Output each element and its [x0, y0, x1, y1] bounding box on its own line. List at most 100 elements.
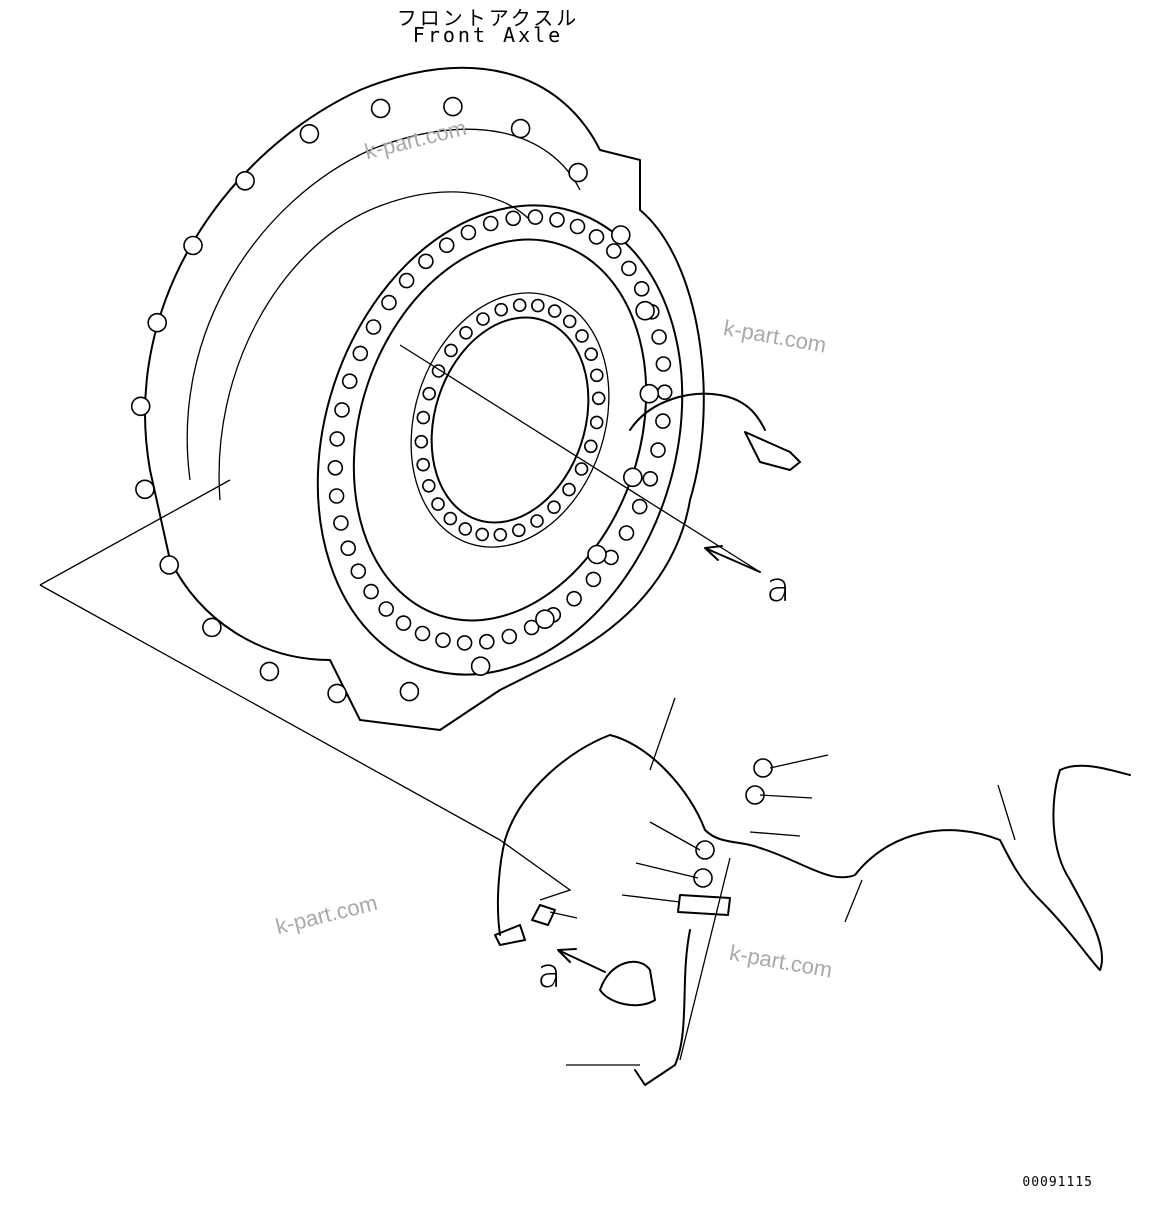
- bolt-head: [431, 497, 445, 511]
- flange-mid-ring: [218, 191, 531, 501]
- bolt-head: [655, 356, 672, 372]
- bolt-head: [605, 243, 622, 259]
- bolt-head: [159, 555, 179, 575]
- bolt-head: [458, 522, 473, 536]
- bolt-head: [585, 571, 602, 588]
- bolt-head: [147, 312, 167, 333]
- washer-4: [693, 868, 713, 888]
- drawing-code: 00091115: [1022, 1175, 1093, 1190]
- callout-a-lower: a: [537, 951, 562, 997]
- bolt-head: [340, 540, 357, 557]
- arrow-lower: [557, 948, 606, 973]
- bolt-head: [418, 253, 434, 270]
- leader-3: [759, 794, 813, 799]
- bolt-head: [566, 590, 582, 607]
- bolt-head: [352, 345, 369, 362]
- leader-6: [635, 862, 699, 879]
- bolt-head: [470, 656, 491, 677]
- bolt-head: [510, 118, 531, 139]
- bolt-head: [183, 235, 203, 256]
- bolt-head: [443, 511, 458, 526]
- bolt-head: [527, 209, 544, 225]
- bolt-head: [610, 225, 631, 245]
- callout-a-upper: a: [766, 565, 791, 611]
- leader-10: [997, 784, 1016, 841]
- bolt-head: [642, 470, 659, 487]
- bolt-head: [363, 583, 379, 600]
- bolt-head: [422, 386, 437, 401]
- bolt-head: [478, 633, 495, 650]
- bolt-head: [530, 514, 544, 528]
- bolt-head: [475, 527, 490, 542]
- clamp-plate: [677, 894, 731, 916]
- bolt-head: [327, 459, 344, 476]
- bolt-head: [569, 218, 586, 235]
- bolt-head: [512, 298, 527, 313]
- sensor-cable-top: [629, 392, 766, 431]
- leader-1: [649, 697, 676, 771]
- bolt-head: [651, 329, 667, 345]
- bolt-head: [650, 442, 666, 458]
- bolt-head: [202, 617, 222, 638]
- bolt-head: [655, 413, 671, 429]
- harness-cable-lower: [634, 929, 691, 1086]
- bolt-head: [327, 683, 347, 704]
- bolt-head: [562, 314, 577, 329]
- bolt-head: [235, 171, 255, 191]
- bolt-head: [370, 98, 391, 119]
- bolt-head: [476, 312, 490, 326]
- bolt-head: [584, 347, 599, 362]
- bolt-head: [562, 482, 576, 497]
- bolt-head: [633, 280, 650, 297]
- bolt-head: [460, 224, 477, 241]
- bolt-head: [443, 96, 463, 117]
- reference-plane: [39, 479, 572, 901]
- bolt-head: [329, 431, 345, 447]
- bolt-head: [395, 615, 412, 631]
- hub-inner-bore: [430, 316, 590, 524]
- bolt-head: [398, 272, 415, 289]
- bolt-head: [135, 479, 155, 500]
- bolt-head: [549, 212, 565, 228]
- bolt-head: [587, 544, 607, 565]
- flange-inner-ring: [186, 128, 581, 481]
- bolt-head: [501, 628, 518, 645]
- hub-outer-disc: [316, 204, 684, 676]
- leader-12: [679, 857, 731, 1061]
- bolt-head: [639, 383, 660, 404]
- bolt-head: [328, 488, 345, 504]
- bolt-head: [482, 215, 499, 232]
- leader-7: [621, 894, 681, 903]
- bolt-head: [589, 415, 604, 430]
- bolt-head: [547, 304, 562, 318]
- leader-5: [649, 821, 701, 851]
- arrow-upper: [704, 545, 761, 573]
- axis-line-upper: [399, 344, 761, 573]
- bolt-head: [299, 124, 320, 144]
- bolt-head: [511, 523, 526, 538]
- bolt-head: [416, 457, 431, 472]
- bolt-head: [622, 467, 643, 488]
- hub-bolts: [130, 96, 673, 704]
- bolt-head: [459, 325, 473, 340]
- bolt-head: [414, 434, 429, 449]
- bracket-lower: [599, 960, 656, 1007]
- bolt-head: [574, 462, 589, 476]
- bolt-head: [535, 609, 555, 630]
- bolt-head: [523, 619, 540, 636]
- bolt-head: [621, 260, 637, 277]
- bolt-head: [341, 373, 358, 390]
- bolt-head: [583, 439, 598, 454]
- bolt-head: [618, 525, 635, 541]
- bolt-head: [494, 302, 509, 317]
- title-japanese: フロントアクスル: [396, 6, 580, 30]
- bolt-head: [259, 661, 280, 682]
- sensor-connector-top: [744, 431, 801, 471]
- bolt-head: [635, 300, 655, 321]
- washer-3: [695, 840, 715, 860]
- bolt-head: [416, 410, 431, 425]
- bolt-head: [631, 498, 648, 515]
- bolt-head: [575, 329, 589, 343]
- bolt-head: [589, 368, 604, 383]
